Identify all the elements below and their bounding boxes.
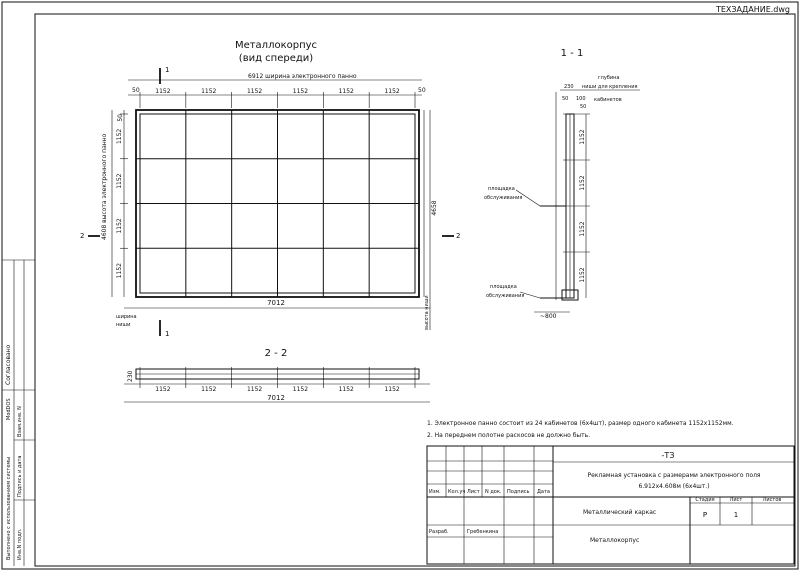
cabinet-width-dim: 1152 xyxy=(155,88,170,95)
cabinet-width-ticks: 1152 1152 1152 1152 1152 1152 xyxy=(139,88,416,108)
cabinet-width-dim: 1152 xyxy=(293,88,308,95)
total-height-dim: 4658 xyxy=(431,200,438,215)
niche-width-label-1: ширина xyxy=(116,314,137,320)
side-col-label-1: Взам.инв. N xyxy=(17,406,23,437)
dim-50a: 50 xyxy=(562,96,568,102)
section-1-row-height: 1152 xyxy=(579,267,586,282)
section-2-depth: 230 xyxy=(127,370,134,382)
section-1-row-height: 1152 xyxy=(579,221,586,236)
cabinet-width-dim: 1152 xyxy=(339,88,354,95)
header-izm: Изм. xyxy=(429,489,441,495)
drawing-name: Металлокорпус xyxy=(590,537,639,544)
front-view-title: Металлокорпус xyxy=(235,40,317,51)
cabinet-height-labels: 1152 1152 1152 1152 xyxy=(116,113,128,278)
header-podpis: Подпись xyxy=(507,489,530,495)
section-2-total-width: 7012 xyxy=(267,394,285,402)
note-1: 1. Электронное панно состоит из 24 кабин… xyxy=(427,420,734,427)
section-1-title: 1 - 1 xyxy=(561,48,584,59)
platform-label-1a: площадка xyxy=(488,186,515,192)
cabinet-width-dim: 1152 xyxy=(247,88,262,95)
platform-1-leader xyxy=(515,189,541,207)
developer-name: Гребенкина xyxy=(467,529,498,535)
section-2-cabinet-width: 1152 xyxy=(201,386,216,393)
title-block xyxy=(426,445,795,565)
section-2-title: 2 - 2 xyxy=(265,348,288,359)
cabinet-width-dim: 1152 xyxy=(384,88,399,95)
platform-label-1b: обслуживания xyxy=(484,195,522,201)
bottom-dim: ~800 xyxy=(540,313,557,320)
cabinet-width-dim: 1152 xyxy=(201,88,216,95)
section-1-base xyxy=(561,289,579,301)
cut-mark-1-top: 1 xyxy=(165,66,169,74)
section-2-cabinet-width: 1152 xyxy=(155,386,170,393)
sheet-value: 1 xyxy=(734,511,738,519)
system-label: ModDOS xyxy=(6,398,12,420)
sheets-label: Листов xyxy=(763,497,782,503)
cabinet-height-dim: 1152 xyxy=(116,218,123,233)
dim-50b: 50 xyxy=(580,104,586,110)
dim-100: 100 xyxy=(576,96,586,102)
cut-mark-1-bottom: 1 xyxy=(165,330,169,338)
platform-label-2a: площадка xyxy=(490,284,517,290)
stage-value: Р xyxy=(703,511,707,519)
niche-mounting-label: ниши для крепления xyxy=(582,84,638,90)
made-with-label: Выполнено с использованием системы xyxy=(6,457,12,560)
cut-mark-2-left: 2 xyxy=(80,232,84,240)
cabinet-height-dim: 1152 xyxy=(116,129,123,144)
platform-label-2b: обслуживания xyxy=(486,293,524,299)
stage-label: Стадия xyxy=(695,497,714,503)
section-1-row-height: 1152 xyxy=(579,129,586,144)
header-n-dok: N док. xyxy=(485,489,502,495)
section-1-row-height: 1152 xyxy=(579,175,586,190)
panel-width-label: 6912 ширина электронного панно xyxy=(248,73,357,80)
header-list: Лист xyxy=(467,489,480,495)
side-col-label-3: Инв.N подл. xyxy=(17,528,23,560)
part-name: Металлический каркас xyxy=(583,509,656,516)
file-tab-label[interactable]: ТЕХЗАДАНИЕ.dwg xyxy=(715,5,790,14)
header-data: Дата xyxy=(537,489,550,495)
cabinet-height-dim: 1152 xyxy=(116,263,123,278)
platform-2-leader xyxy=(519,291,541,299)
offset-right-dim: 50 xyxy=(418,87,426,94)
project-line-1: Рекламная установка с размерами электрон… xyxy=(587,472,760,479)
cabinets-label: кабинетов xyxy=(594,97,622,103)
section-2-cabinet-width: 1152 xyxy=(339,386,354,393)
project-line-2: 6.912х4.608м (6х4шт.) xyxy=(638,483,709,490)
developed-label: Разраб. xyxy=(429,529,449,535)
section-2-cabinet-width: 1152 xyxy=(247,386,262,393)
cabinet-grid xyxy=(136,110,419,297)
offset-left-dim: 50 xyxy=(132,87,140,94)
front-view-subtitle: (вид спереди) xyxy=(239,53,313,64)
section-1-row-heights: 1152 1152 1152 1152 xyxy=(563,113,590,283)
side-col-label-2: Подпись и дата xyxy=(17,456,23,497)
side-stamp xyxy=(2,259,35,566)
sheet-inner-frame xyxy=(34,13,796,567)
depth-label: глубина xyxy=(598,75,619,81)
cut-mark-2-right: 2 xyxy=(456,232,460,240)
note-2: 2. На переднем полотне раскосов не должн… xyxy=(427,432,590,439)
header-kol-uch: Кол.уч xyxy=(448,489,465,495)
niche-height-label: высота ниши xyxy=(424,295,430,330)
title-code: -ТЗ xyxy=(662,451,675,460)
dim-230: 230 xyxy=(564,84,574,90)
panel-height-label: 4608 высота электронного панно xyxy=(101,133,108,240)
niche-width-label-2: ниши xyxy=(116,322,130,328)
cabinet-height-dim: 1152 xyxy=(116,173,123,188)
top-small-dim: 50 xyxy=(117,114,124,122)
section-2-cabinet-width: 1152 xyxy=(384,386,399,393)
agreed-label: Согласовано xyxy=(5,344,12,385)
total-width-dim: 7012 xyxy=(267,299,285,307)
sheet-label: Лист xyxy=(730,497,743,503)
section-2-cabinet-width: 1152 xyxy=(293,386,308,393)
section-2-cabinet-widths: 1152 1152 1152 1152 1152 1152 xyxy=(139,367,416,393)
